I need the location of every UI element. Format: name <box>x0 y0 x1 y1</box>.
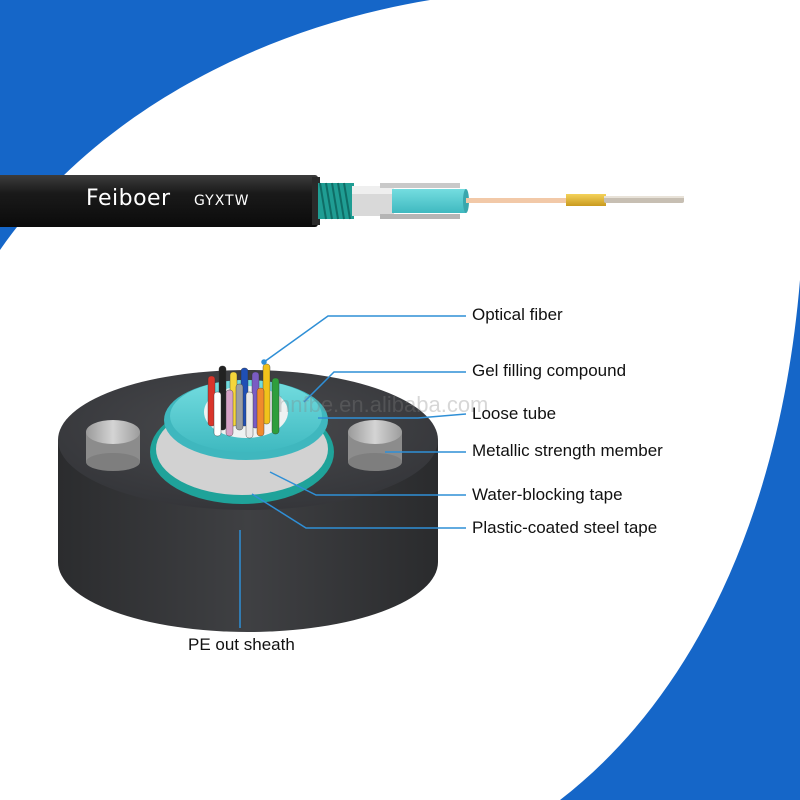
corner-sweep-bottom-right <box>560 280 800 800</box>
strength-member-rod <box>380 183 460 188</box>
label-plastic-coated-steel-tape: Plastic-coated steel tape <box>472 518 658 537</box>
strength-member-right <box>348 420 402 471</box>
optical-fiber-bundle <box>207 363 280 439</box>
label-pe-out-sheath: PE out sheath <box>188 635 295 654</box>
cable-brand-label: Feiboer <box>86 186 171 211</box>
label-metallic-strength-member: Metallic strength member <box>472 441 663 460</box>
jacket-cut-edge <box>312 177 320 225</box>
label-optical-fiber: Optical fiber <box>472 305 563 324</box>
bare-fiber <box>466 198 568 203</box>
watermark: hnfbe.en.alibaba.com <box>278 392 489 417</box>
loose-tube-segment <box>392 189 466 213</box>
corner-sweep-top-left <box>0 0 430 250</box>
cable-jacket <box>0 175 318 227</box>
armor-helix <box>319 182 351 220</box>
cable-cross-section <box>58 363 438 632</box>
cable-model-label: GYXTW <box>194 193 250 209</box>
cable-side-view <box>0 175 684 227</box>
fiber-coating <box>566 194 606 206</box>
label-gel-filling-compound: Gel filling compound <box>472 361 627 380</box>
strength-member-left <box>86 420 140 471</box>
leader-lines <box>239 315 467 628</box>
label-loose-tube: Loose tube <box>472 404 557 423</box>
label-water-blocking-tape: Water-blocking tape <box>472 485 623 504</box>
